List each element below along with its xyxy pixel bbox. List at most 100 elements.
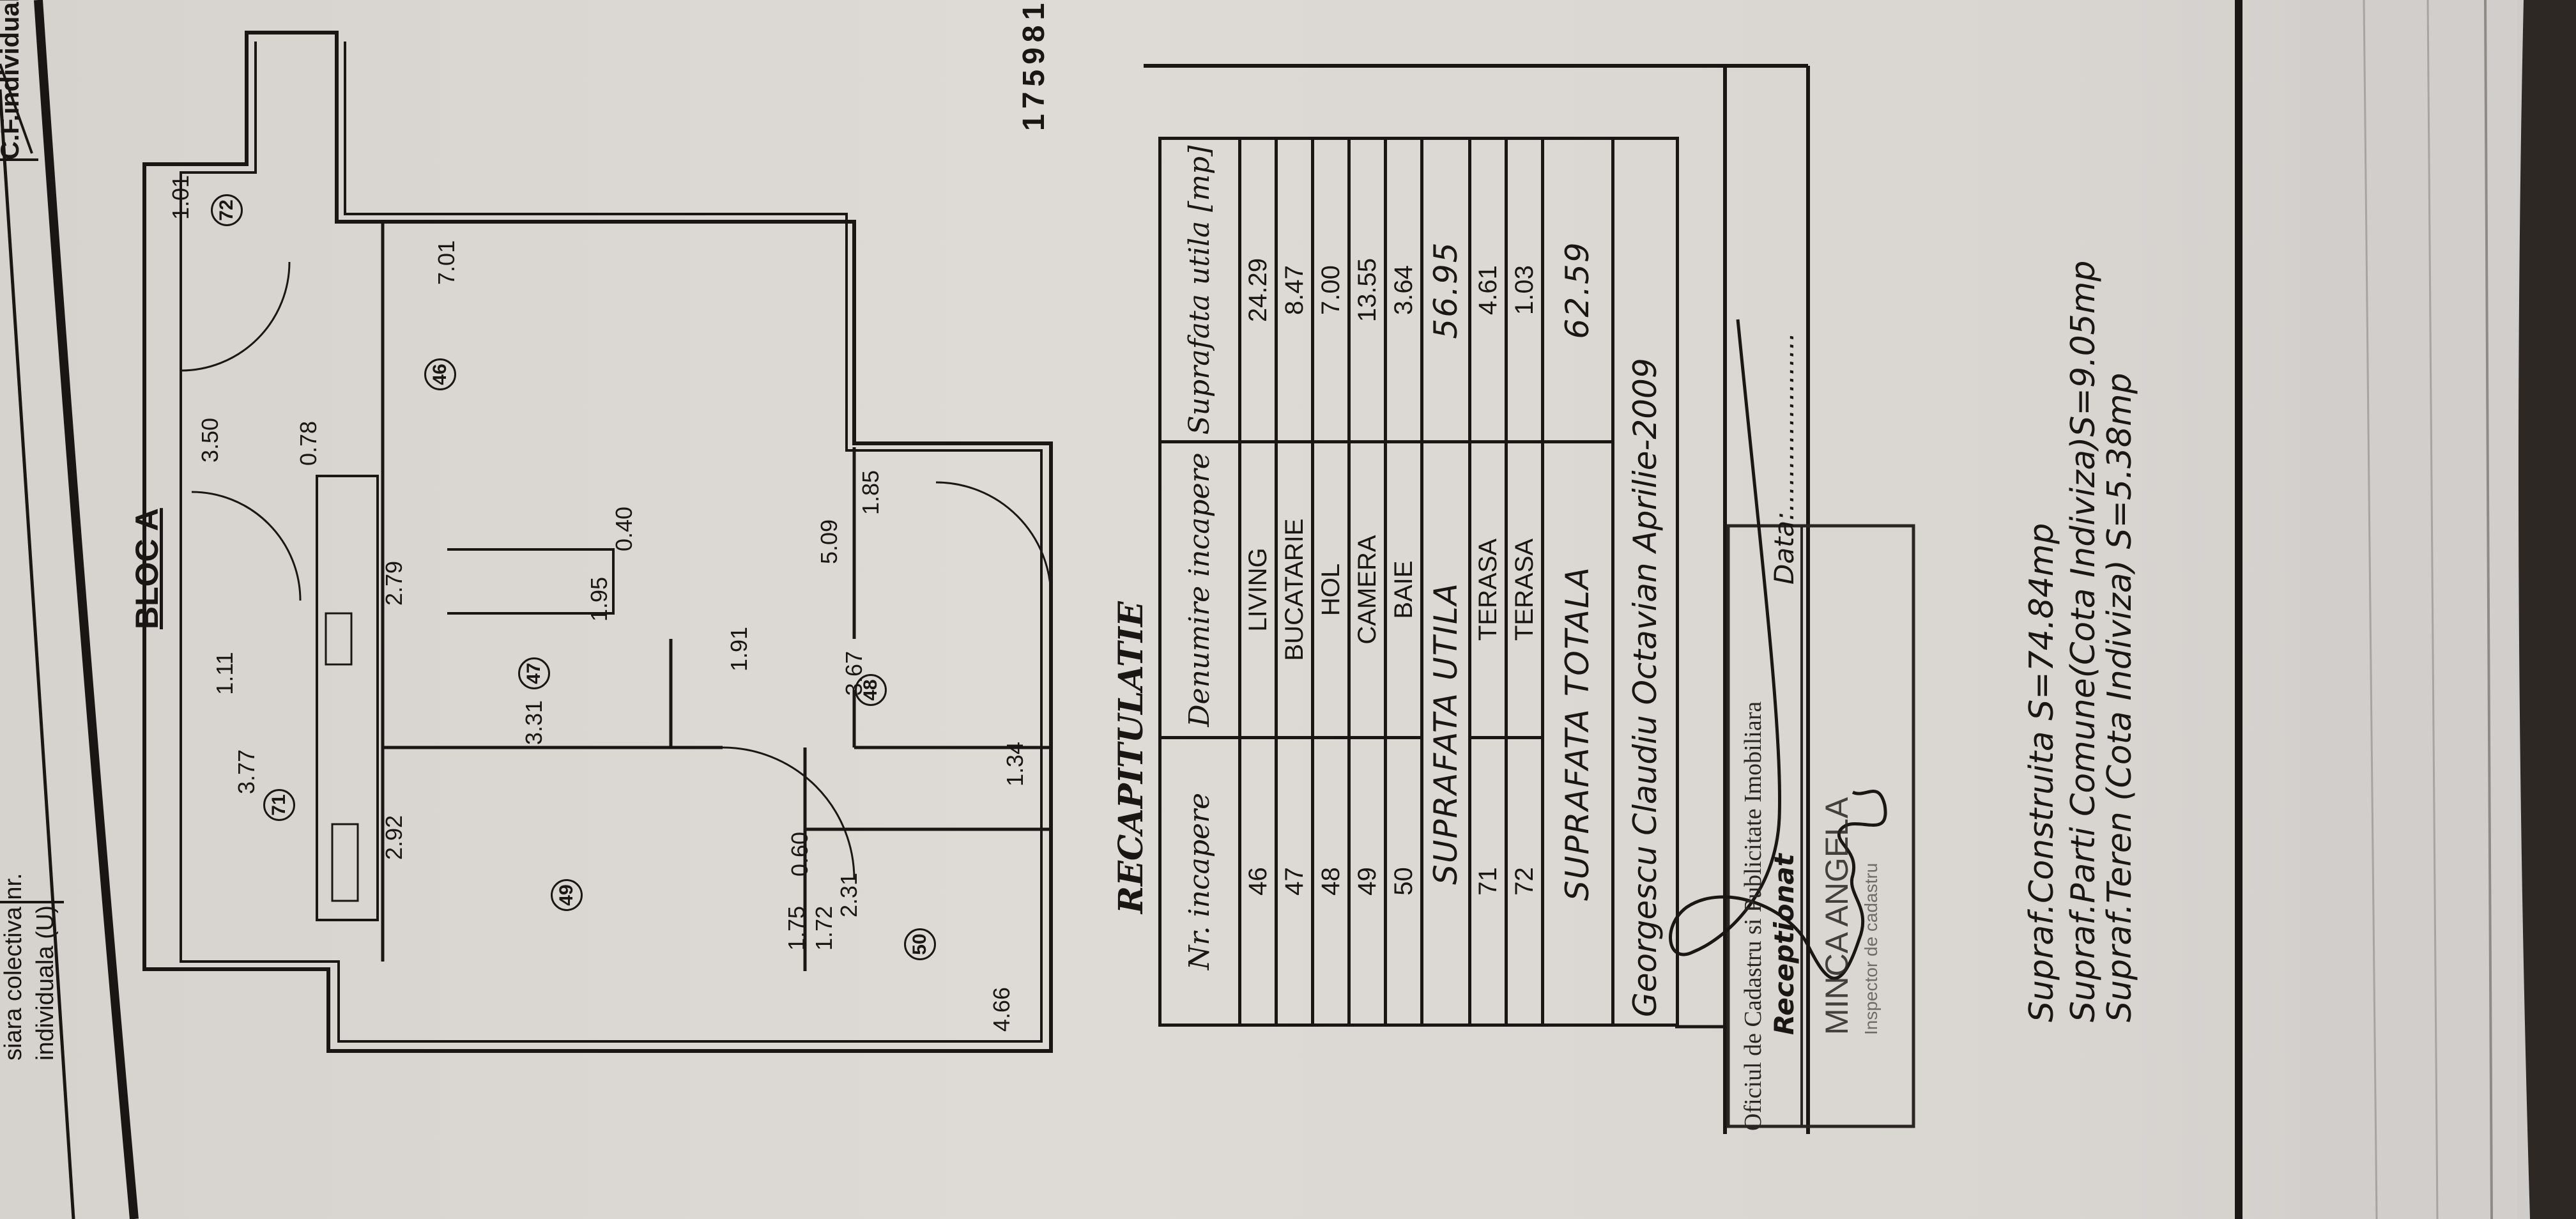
room-nr: 46	[1239, 737, 1276, 1025]
totala-value: 62.59	[1542, 138, 1613, 442]
stamp-office: Oficiul de Cadastru si Publicitate Imobi…	[1740, 701, 1767, 1131]
dimension-label: 1.72	[811, 905, 837, 951]
document-number: 175981	[1017, 0, 1051, 131]
stamp-receptionat: Receptionat	[1768, 854, 1800, 1035]
dimension-label: 1.11	[211, 652, 238, 695]
stamp-role: Inspector de cadastru	[1861, 862, 1881, 1035]
dimension-label: 4.66	[988, 986, 1015, 1032]
room-name: HOL	[1312, 441, 1349, 738]
window-block	[316, 475, 379, 921]
dimension-label: 3.50	[197, 417, 223, 463]
room-marker: 47	[518, 657, 550, 689]
cf-individuala-label: C.F.individuala	[0, 0, 24, 160]
surface-teren: Supraf.Teren (Cota Indiviza) S=5.38mp	[2101, 372, 2139, 1023]
room-area: 7.00	[1312, 138, 1349, 442]
room-nr: 50	[1385, 737, 1422, 1025]
utila-label: SUPRAFATA UTILA	[1422, 441, 1470, 1025]
recap-table: Nr. incapere Denumire incapere Suprafata…	[1158, 138, 1678, 1027]
room-marker: 50	[904, 928, 936, 960]
dimension-label: 0.40	[611, 506, 637, 552]
kitchen-counter	[447, 548, 615, 615]
room-name: BUCATARIE	[1276, 441, 1313, 738]
block-title: BLOC A	[129, 508, 165, 629]
floor-plan	[142, 31, 1053, 1053]
table-header-row: Nr. incapere Denumire incapere Suprafata…	[1160, 138, 1240, 1025]
header-suprafata: Suprafata utila [mp]	[1160, 138, 1240, 442]
room-nr: 48	[1312, 737, 1349, 1025]
door-arc	[180, 261, 291, 372]
header-divider	[0, 63, 33, 154]
stamp-data: Data:.....................	[1768, 332, 1800, 585]
recap-title: RECAPITULATIE	[1112, 601, 1151, 914]
signature	[1669, 319, 1887, 980]
dimension-label: 1.85	[857, 470, 884, 516]
room-area: 8.47	[1276, 138, 1313, 442]
dimension-label: 1.34	[1002, 741, 1028, 787]
room-nr: 72	[1506, 737, 1543, 1025]
room-name: CAMERA	[1349, 441, 1386, 738]
dimension-label: 5.09	[816, 519, 842, 565]
header-nr: Nr. incapere	[1160, 737, 1240, 1025]
author-text: Georgescu Claudiu Octavian Aprilie-2009	[1613, 138, 1678, 1025]
dimension-label: 1.01	[167, 174, 194, 220]
dimension-label: 2.92	[381, 815, 407, 861]
room-area: 13.55	[1349, 138, 1386, 442]
binding-edge-line	[34, 0, 139, 1219]
page-border-right	[2235, 0, 2242, 1219]
room-nr: 49	[1349, 737, 1386, 1025]
stamp-box	[1726, 524, 1915, 1128]
utila-value: 56.95	[1422, 138, 1470, 442]
header-table-line	[0, 89, 75, 1219]
room-name: TERASA	[1506, 441, 1543, 738]
door-arc	[191, 491, 302, 601]
dimension-label: 2.79	[381, 560, 407, 606]
stamp-name: MINCA ANGELA	[1819, 797, 1855, 1035]
totala-row: SUPRAFATA TOTALA 62.59	[1542, 138, 1613, 1025]
room-area: 4.61	[1469, 138, 1506, 442]
dimension-label: 0.60	[786, 831, 813, 877]
dimension-label: 0.78	[295, 420, 321, 466]
room-marker: 71	[263, 789, 295, 821]
header-denumire: Denumire incapere	[1160, 441, 1240, 738]
room-marker: 49	[551, 879, 583, 911]
dimension-label: 3.77	[233, 749, 259, 795]
dimension-label: 1.95	[586, 576, 612, 622]
binder-edge	[2514, 0, 2576, 1219]
room-area: 1.03	[1506, 138, 1543, 442]
frame	[1144, 64, 1810, 1134]
dimension-label: 1.91	[726, 626, 752, 672]
dimension-label: 7.01	[433, 240, 459, 286]
individuala-label: individuala (U)	[32, 905, 59, 1061]
room-name: LIVING	[1239, 441, 1276, 738]
paper-stack	[2300, 0, 2517, 1219]
room-area: 3.64	[1385, 138, 1422, 442]
author-row: Georgescu Claudiu Octavian Aprilie-2009	[1613, 138, 1678, 1025]
door-arc	[935, 481, 1052, 598]
room-name: TERASA	[1469, 441, 1506, 738]
room-area: 24.29	[1239, 138, 1276, 442]
room-nr: 71	[1469, 737, 1506, 1025]
room-nr: 47	[1276, 737, 1313, 1025]
totala-label: SUPRAFATA TOTALA	[1542, 441, 1613, 1025]
outer-wall	[142, 31, 1053, 1053]
room-name: BAIE	[1385, 441, 1422, 738]
surface-construita: Supraf.Construita S=74.84mp	[2023, 523, 2061, 1022]
room-marker: 48	[855, 674, 887, 706]
room-marker: 46	[424, 358, 456, 390]
dimension-label: 2.31	[836, 872, 862, 918]
inner-wall	[180, 42, 1043, 1043]
door-arc	[722, 746, 855, 880]
utila-row: SUPRAFATA UTILA 56.95	[1422, 138, 1470, 1025]
room-marker: 72	[211, 194, 243, 226]
dimension-label: 3.31	[521, 700, 547, 746]
dimension-label: 1.75	[783, 905, 809, 951]
surface-parti-comune: Supraf.Parti Comune(Cota Indiviza)S=9.05…	[2064, 260, 2103, 1022]
